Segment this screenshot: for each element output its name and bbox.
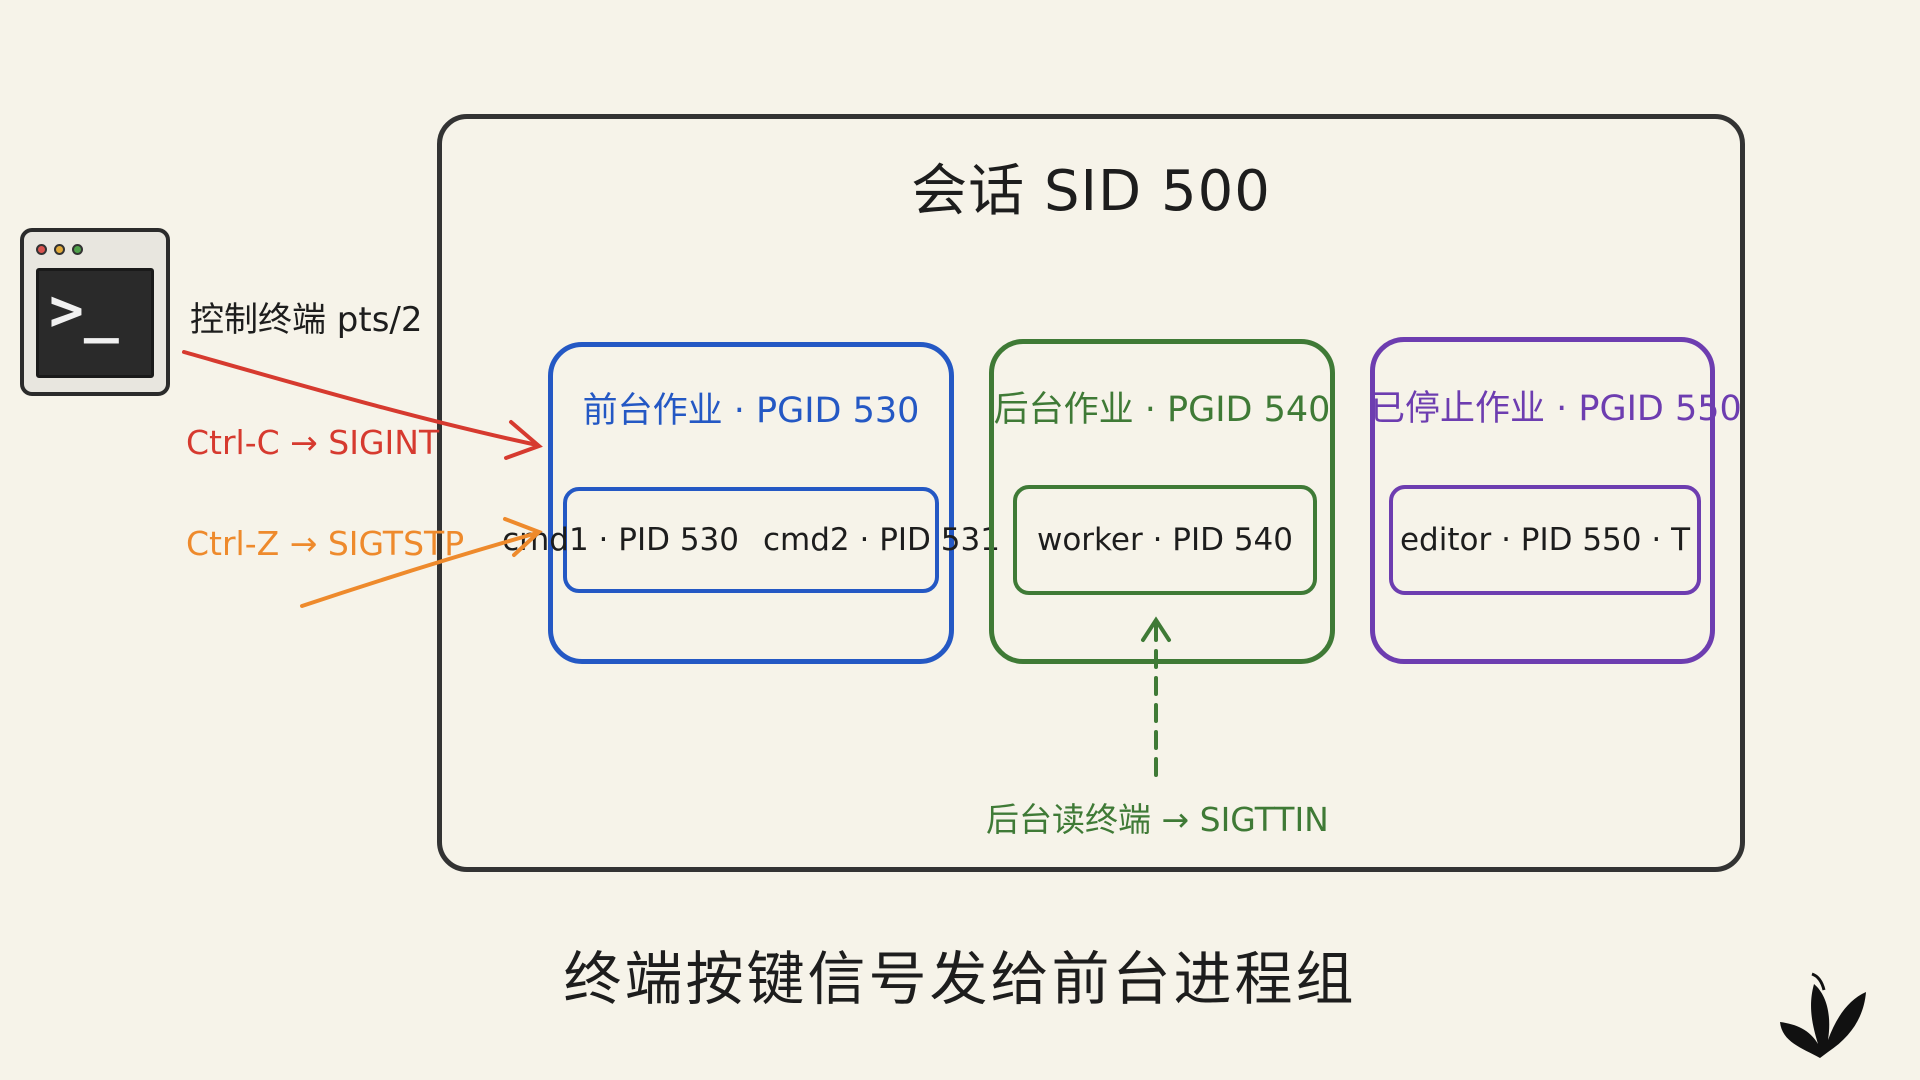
diagram-caption: 终端按键信号发给前台进程组 (563, 945, 1357, 1013)
minimize-dot-icon (54, 244, 65, 255)
terminal-prompt: >_ (49, 276, 119, 344)
controlling-terminal-label: 控制终端 pts/2 (190, 300, 423, 340)
stopped-group-box (1370, 337, 1715, 664)
sigttin-label: 后台读终端 → SIGTTIN (986, 800, 1329, 839)
background-process-box: worker · PID 540 (1013, 485, 1317, 595)
foreground-group-box (548, 342, 954, 664)
background-group-title: 后台作业 · PGID 540 (993, 390, 1331, 430)
foreground-group-title: 前台作业 · PGID 530 (582, 391, 920, 431)
ctrl-z-label: Ctrl-Z → SIGTSTP (186, 524, 465, 563)
process-cmd2: cmd2 · PID 531 (763, 522, 1000, 558)
window-dots (36, 244, 83, 255)
process-cmd1: cmd1 · PID 530 (502, 522, 739, 558)
session-box (437, 114, 1745, 872)
stopped-group-title: 已停止作业 · PGID 550 (1370, 389, 1742, 429)
terminal-screen: >_ (36, 268, 154, 378)
sigttin-arrow (1141, 616, 1171, 777)
maximize-dot-icon (72, 244, 83, 255)
terminal-icon: >_ (20, 228, 170, 396)
ctrl-z-arrow (300, 517, 543, 608)
background-group-box (989, 339, 1335, 664)
process-editor: editor · PID 550 · T (1399, 522, 1691, 558)
close-dot-icon (36, 244, 47, 255)
process-worker: worker · PID 540 (1036, 522, 1294, 558)
session-title: 会话 SID 500 (911, 159, 1271, 224)
ctrl-c-arrow (182, 350, 543, 460)
ctrl-c-label: Ctrl-C → SIGINT (186, 423, 440, 462)
butterfly-logo-icon (1780, 972, 1866, 1058)
foreground-process-row: cmd1 · PID 530 cmd2 · PID 531 (502, 487, 1000, 593)
stopped-process-box: editor · PID 550 · T (1389, 485, 1701, 595)
